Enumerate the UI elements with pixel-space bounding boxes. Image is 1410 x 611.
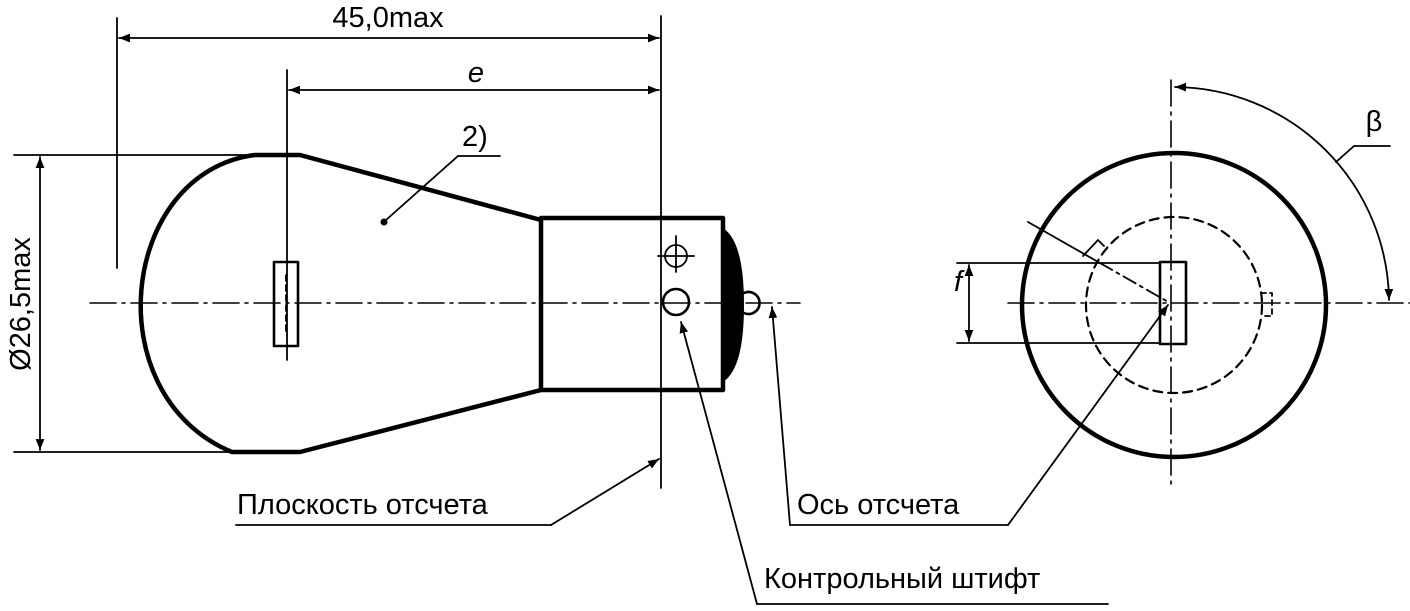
locating-crosshair-icon bbox=[657, 235, 695, 273]
dim-overall-length: 45,0max bbox=[332, 2, 444, 34]
cap-contact bbox=[723, 228, 744, 382]
dim-diameter: Ø26,5max bbox=[5, 237, 37, 371]
reference-axis-leader-left bbox=[768, 306, 791, 526]
dim-angle: β bbox=[1366, 106, 1383, 138]
angle-leader bbox=[1335, 145, 1355, 163]
end-view: f β bbox=[954, 79, 1410, 491]
side-view: 45,0max e Ø26,5max 2) Плоскость отсчета … bbox=[5, 2, 1169, 605]
bulb-outline bbox=[138, 152, 544, 455]
note-leader-dot bbox=[380, 218, 388, 226]
end-view-notch-upper bbox=[1082, 239, 1105, 257]
end-view-bulb-outline bbox=[1019, 150, 1329, 460]
reference-pin bbox=[661, 287, 691, 317]
end-view-cap-hidden bbox=[1084, 215, 1264, 395]
reference-pin-leader bbox=[679, 321, 758, 605]
label-reference-axis: Ось отсчета bbox=[797, 489, 960, 521]
dim-arc-angle bbox=[1174, 82, 1394, 301]
filament bbox=[272, 260, 300, 348]
dim-filament-distance: e bbox=[468, 57, 484, 89]
label-reference-plane: Плоскость отсчета bbox=[237, 489, 489, 521]
reference-axis-leader-right bbox=[1007, 304, 1169, 526]
label-reference-pin: Контрольный штифт bbox=[764, 563, 1040, 595]
dim-filament-offset: f bbox=[954, 266, 965, 298]
note-reference: 2) bbox=[462, 121, 488, 153]
reference-plane-leader bbox=[550, 458, 660, 526]
end-view-pin-line bbox=[1027, 221, 1101, 264]
end-view-pin-centerline bbox=[1099, 262, 1171, 304]
end-view-filament bbox=[1158, 260, 1188, 346]
lamp-cap bbox=[538, 215, 726, 393]
note-leader bbox=[385, 155, 459, 221]
